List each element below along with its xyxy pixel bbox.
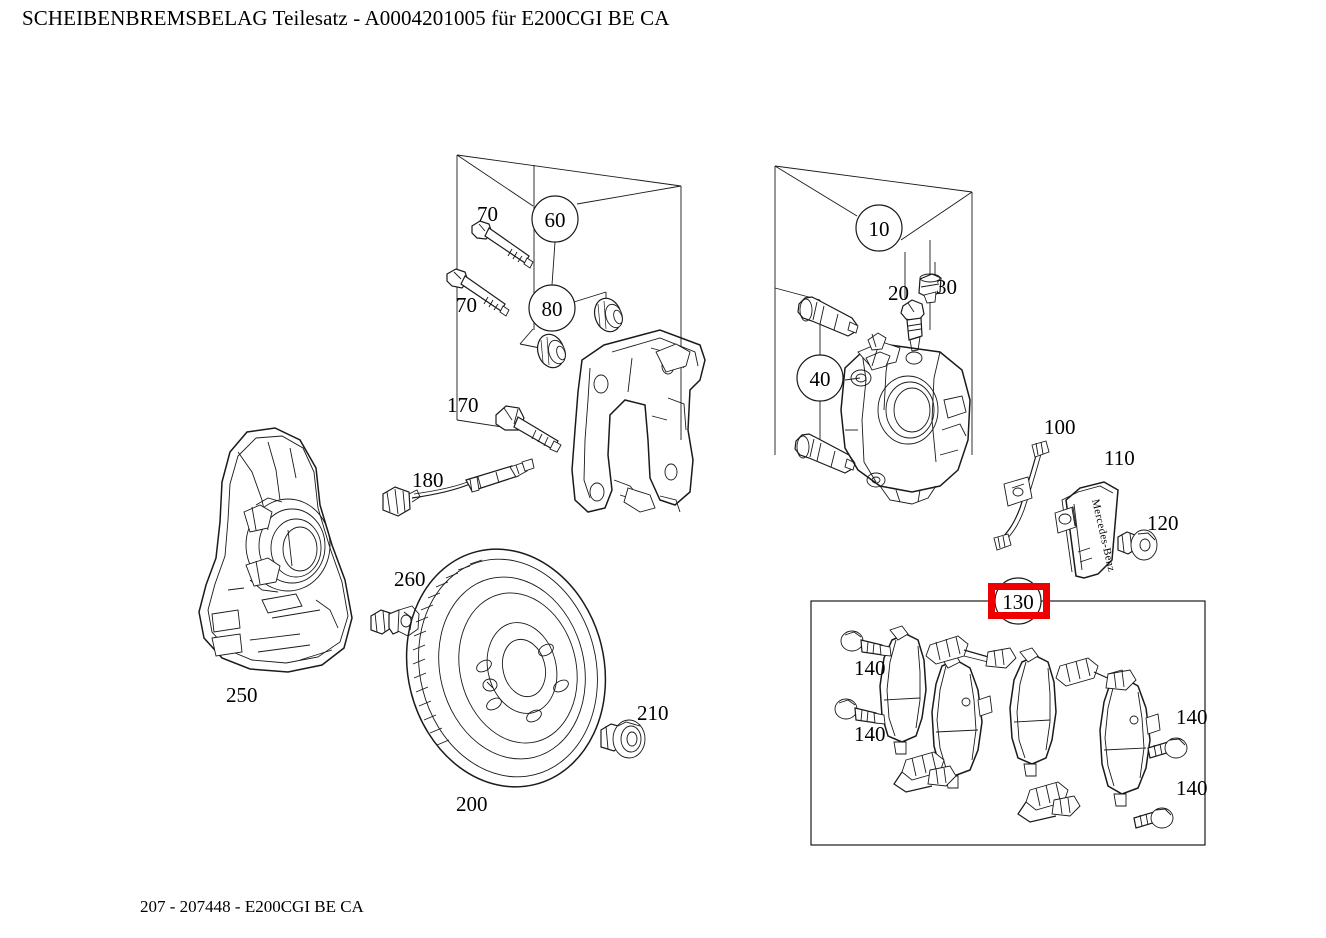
part-120-cover-plate-bolt: [1117, 529, 1158, 561]
part-180-wear-sensor: [382, 458, 535, 517]
callout-40-number: 40: [810, 367, 831, 391]
label-210: 210: [637, 701, 669, 725]
label-180: 180: [412, 468, 444, 492]
page-title: SCHEIBENBREMSBELAG Teilesatz - A00042010…: [22, 6, 670, 30]
label-260: 260: [394, 567, 426, 591]
brake-pad-outer-left: [879, 625, 927, 755]
part-200-brake-disc: [405, 548, 607, 788]
brake-pad-outer-right: [1009, 647, 1057, 777]
part-140-bolt-left-top: [840, 630, 892, 657]
callout-circle-40[interactable]: 40: [796, 354, 844, 402]
label-140-d: 140: [1176, 776, 1208, 800]
label-100: 100: [1044, 415, 1076, 439]
label-30: 30: [936, 275, 957, 299]
callout-circle-60[interactable]: 60: [531, 195, 579, 243]
part-140-bolt-right-bottom: [1133, 807, 1174, 829]
part-70-guide-bolt-lower: [446, 268, 510, 317]
callout-circle-80[interactable]: 80: [528, 284, 576, 332]
label-250: 250: [226, 683, 258, 707]
label-140-a: 140: [854, 656, 886, 680]
pad-clip-right-top: [1055, 657, 1137, 691]
part-260-dust-shield-bolt: [370, 605, 420, 637]
highlight-box-130[interactable]: [988, 583, 1050, 619]
callout-60-number: 60: [545, 208, 566, 232]
pad-clip-left-bottom: [893, 751, 957, 793]
label-110: 110: [1104, 446, 1135, 470]
group-outline-right: [774, 165, 973, 455]
part-80-cap-upper: [593, 297, 623, 333]
part-140-bolt-right-top: [1147, 737, 1188, 759]
callout-10-number: 10: [869, 217, 890, 241]
caliper-carrier-bracket: [571, 329, 706, 513]
pad-clip-right-bottom: [1017, 781, 1081, 823]
caliper-housing: [840, 332, 971, 505]
part-70-guide-bolt-upper: [471, 220, 534, 269]
part-170-carrier-bolt: [495, 405, 562, 453]
label-120: 120: [1147, 511, 1179, 535]
callout-80-number: 80: [542, 297, 563, 321]
part-250-dust-shield: [198, 427, 353, 673]
label-170: 170: [447, 393, 479, 417]
part-20-bleeder-valve: [900, 299, 925, 352]
plate-engraving: Mercedes-Benz: [1089, 498, 1117, 573]
part-40-bushing-upper: [797, 296, 859, 337]
label-200: 200: [456, 792, 488, 816]
label-140-b: 140: [854, 722, 886, 746]
part-30-bleeder-cap: [918, 273, 942, 304]
plate-text: Mercedes-Benz: [1089, 498, 1117, 573]
label-20: 20: [888, 281, 909, 305]
part-140-bolt-left-bottom: [834, 698, 886, 725]
callout-circle-10[interactable]: 10: [855, 204, 903, 252]
part-210-disc-locating-bolt: [600, 719, 646, 759]
brake-pad-inner-right: [1099, 669, 1161, 807]
pad-clip-left-top: [925, 635, 1017, 669]
part-80-cap-lower: [536, 333, 566, 369]
label-140-c: 140: [1176, 705, 1208, 729]
part-100-retaining-spring: [993, 440, 1050, 551]
callout-130-number: 130: [1002, 590, 1034, 614]
part-40-bushing-lower: [794, 433, 856, 474]
page-footer: 207 - 207448 - E200CGI BE CA: [140, 897, 364, 916]
label-70-lower: 70: [456, 293, 477, 317]
label-70-upper: 70: [477, 202, 498, 226]
part-110-cover-plate: Mercedes-Benz: [1054, 481, 1119, 579]
